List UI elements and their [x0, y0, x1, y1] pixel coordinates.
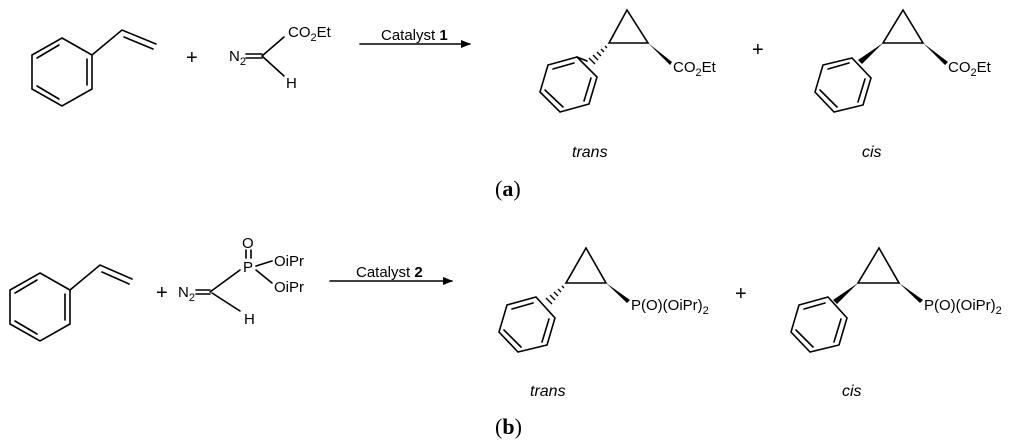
eda-hydrogen: H [286, 75, 297, 92]
p-o-double-bond [245, 249, 252, 259]
hashed-wedge-trans-b [545, 285, 565, 305]
cyclopropane-cis-a [881, 8, 925, 44]
phenyl-trans-a-ring [539, 56, 598, 113]
diazo-n2-a: N2 [229, 48, 246, 68]
styrene-a-ring-double-bonds [36, 44, 88, 100]
ester-trans-a: CO2Et [673, 59, 717, 79]
cyclopropane-trans-b [564, 246, 608, 284]
bold-wedge-trans-a [648, 43, 672, 65]
phosphonate-backbone [209, 269, 241, 312]
styrene-a [31, 29, 157, 107]
bold-wedge-cis-a-phenyl [858, 43, 883, 64]
oipr-upper: OiPr [274, 253, 304, 270]
styrene-a-ring [31, 37, 93, 107]
plus-a-1: + [186, 47, 198, 69]
diazo-n2-b: N2 [178, 284, 195, 304]
diazo-double-bond-a [245, 53, 263, 59]
trans-product-b: P(O)(OiPr)2 trans [498, 246, 709, 400]
cyclopropane-trans-a [607, 8, 650, 44]
phenyl-trans-b-ring [498, 296, 556, 353]
cyclopropane-cis-b [856, 246, 901, 284]
phenyl-trans-b-double-bonds [503, 302, 550, 348]
bold-wedge-cis-a-ester [923, 43, 948, 65]
trans-label-b: trans [530, 383, 566, 400]
phenyl-trans-a-link [576, 56, 588, 62]
phenyl-cis-b-double-bonds [795, 302, 842, 348]
plus-a-2: + [752, 39, 764, 61]
phosphoryl-oxygen: O [242, 235, 254, 252]
bold-wedge-cis-b-phosphonate [899, 283, 923, 303]
styrene-a-vinyl [91, 29, 157, 56]
panel-a: + N2 CO2Et H Catalyst 1 CO2Et trans + [31, 8, 992, 201]
cis-product-a: CO2Et cis [814, 8, 992, 161]
ester-cis-a: CO2Et [948, 59, 992, 79]
diazo-double-bond-b [195, 289, 211, 295]
cis-label-b: cis [842, 383, 862, 400]
cis-label-a: cis [862, 144, 882, 161]
cis-product-b: P(O)(OiPr)2 cis [790, 246, 1002, 400]
catalyst-label-b: Catalyst 2 [356, 264, 423, 281]
phenyl-cis-a-ring [814, 57, 872, 113]
hashed-wedge-trans-a [588, 45, 608, 65]
bold-wedge-cis-b-phenyl [833, 283, 858, 304]
phosphonate-cis-b: P(O)(OiPr)2 [924, 297, 1002, 317]
phosphorus-atom: P [243, 259, 253, 276]
ethyl-diazoacetate: N2 CO2Et H [229, 24, 332, 92]
reaction-arrow-b: Catalyst 2 [329, 264, 453, 285]
styrene-b-ring-double-bonds [14, 279, 66, 335]
panel-label-a: (a) [495, 176, 521, 201]
eda-ester-group: CO2Et [288, 24, 332, 44]
plus-b-2: + [735, 283, 747, 305]
p-oipr-bonds [255, 260, 273, 284]
phenyl-trans-a-double-bonds [544, 62, 592, 108]
trans-label-a: trans [572, 144, 608, 161]
phenyl-cis-b-ring [790, 296, 848, 353]
phenyl-cis-a-double-bonds [819, 62, 866, 108]
styrene-b [9, 264, 133, 342]
phosphonate-hydrogen: H [244, 311, 255, 328]
styrene-b-vinyl [69, 264, 133, 291]
eda-backbone [261, 36, 285, 77]
trans-product-a: CO2Et trans [539, 8, 717, 161]
phosphonate-trans-b: P(O)(OiPr)2 [631, 297, 709, 317]
catalyst-label-a: Catalyst 1 [381, 27, 448, 44]
oipr-lower: OiPr [274, 279, 304, 296]
panel-label-b: (b) [495, 414, 522, 439]
plus-b-1: + [156, 282, 168, 304]
bold-wedge-trans-b [606, 283, 630, 303]
diazo-phosphonate: N2 P O OiPr OiPr H [178, 235, 304, 328]
styrene-b-ring [9, 272, 71, 342]
reaction-arrow-a: Catalyst 1 [359, 27, 471, 48]
panel-b: + N2 P O OiPr OiPr H Catalyst 2 P(O)(Oi [9, 235, 1002, 439]
